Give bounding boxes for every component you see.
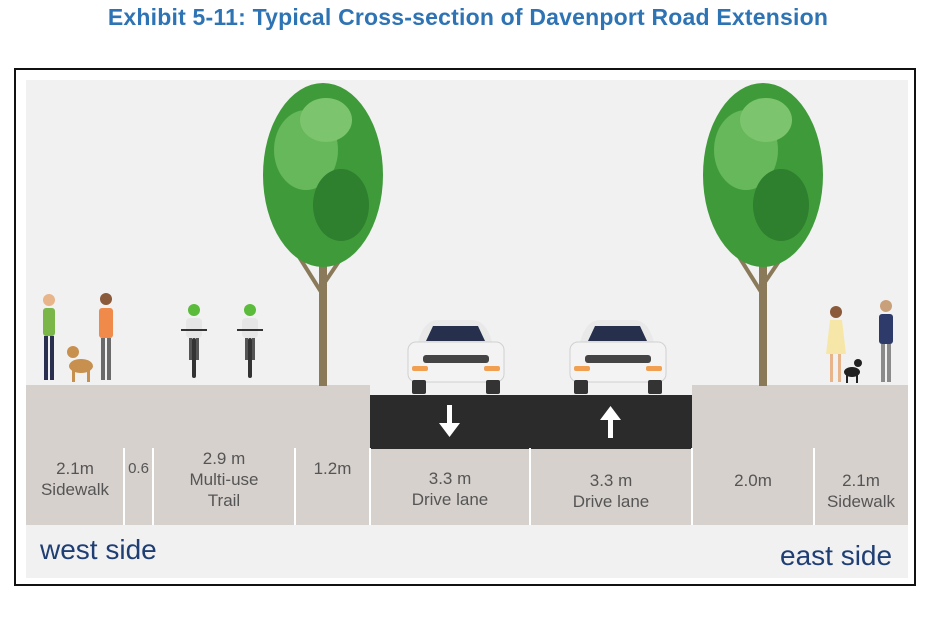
segment-east-sidewalk: 2.1m Sidewalk [814,470,908,512]
tree-right-icon [703,83,823,386]
cross-section-panel: 2.1m Sidewalk 0.6 2.9 m Multi-use Trail … [26,80,908,578]
segment-label: Drive lane [572,492,650,511]
dog-icon [67,346,93,382]
cyclist-icon [237,304,263,378]
pedestrian-icon [43,294,55,380]
cross-section-frame: 2.1m Sidewalk 0.6 2.9 m Multi-use Trail … [14,68,916,586]
segment-width: 3.3 m [589,471,633,490]
car-northbound-icon [569,320,667,394]
tree-left-icon [263,83,383,386]
segment-label-line2: Trail [207,491,241,510]
segment-multi-use-trail: 2.9 m Multi-use Trail [153,448,295,511]
cross-section-illustration [26,83,908,525]
segment-label: Multi-use [189,470,259,489]
segment-width: 2.0m [734,471,772,490]
dog-icon [844,359,862,383]
segment-width: 2.1m [56,459,94,478]
segment-buffer-west: 0.6 [124,458,153,479]
segment-boulevard-west: 1.2m [295,458,370,479]
segment-west-sidewalk: 2.1m Sidewalk [26,458,124,500]
pedestrian-icon [99,293,113,380]
segment-label: Sidewalk [826,492,896,511]
segment-northbound-lane: 3.3 m Drive lane [530,470,692,512]
car-southbound-icon [407,320,505,394]
segment-label: Drive lane [411,490,489,509]
segment-width: 2.1m [842,471,880,490]
arrow-down-icon [439,405,460,437]
roadway [370,395,692,449]
east-side-label: east side [780,540,893,571]
segment-width: 2.9 m [202,449,246,468]
segment-southbound-lane: 3.3 m Drive lane [370,468,530,510]
segment-width: 1.2m [313,459,352,478]
east-ground [692,385,908,525]
cyclist-icon [181,304,207,378]
pedestrian-icon [826,306,846,382]
segment-width: 0.6 [128,460,149,477]
exhibit-title: Exhibit 5-11: Typical Cross-section of D… [107,4,829,30]
west-side-label: west side [40,534,157,565]
arrow-up-icon [600,406,621,438]
west-ground [26,385,370,525]
segment-width: 3.3 m [428,469,472,488]
segment-label: Sidewalk [40,480,110,499]
pedestrian-icon [879,300,893,382]
segment-boulevard-east: 2.0m [692,470,814,491]
